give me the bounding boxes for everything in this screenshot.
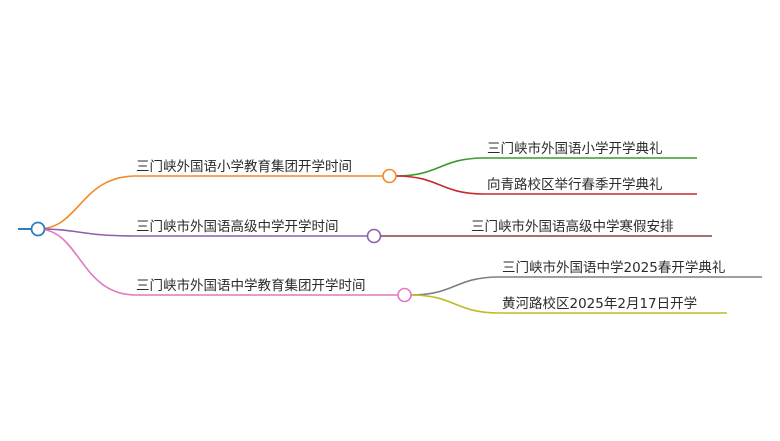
branch-1-child-0-label[interactable]: 三门峡市外国语高级中学寒假安排: [471, 218, 674, 235]
branch-0-child-0-label[interactable]: 三门峡市外国语小学开学典礼: [487, 140, 663, 157]
branch-0-collapse-toggle[interactable]: [382, 168, 397, 184]
branch-2-child-1-label[interactable]: 黄河路校区2025年2月17日开学: [502, 295, 697, 312]
edge-branch-2-child-0: [410, 276, 500, 296]
branch-2-child-0-label[interactable]: 三门峡市外国语中学2025春开学典礼: [502, 259, 725, 276]
edge-branch-0-child-0: [395, 157, 485, 177]
edge-branch-0-child-1: [395, 175, 485, 195]
branch-2-label[interactable]: 三门峡市外国语中学教育集团开学时间: [136, 277, 366, 294]
branch-1-label[interactable]: 三门峡市外国语高级中学开学时间: [136, 218, 339, 235]
branch-1-collapse-toggle[interactable]: [366, 228, 382, 244]
edge-branch-2-child-1: [410, 294, 500, 314]
edge-root-branch-0: [37, 175, 137, 230]
branch-0-child-1-label[interactable]: 向青路校区举行春季开学典礼: [487, 176, 663, 193]
edge-root-branch-1: [37, 228, 137, 237]
edge-root-branch-2: [37, 228, 137, 296]
branch-0-label[interactable]: 三门峡外国语小学教育集团开学时间: [136, 159, 352, 175]
branch-2-collapse-toggle[interactable]: [397, 287, 412, 303]
root-node[interactable]: [30, 221, 46, 237]
